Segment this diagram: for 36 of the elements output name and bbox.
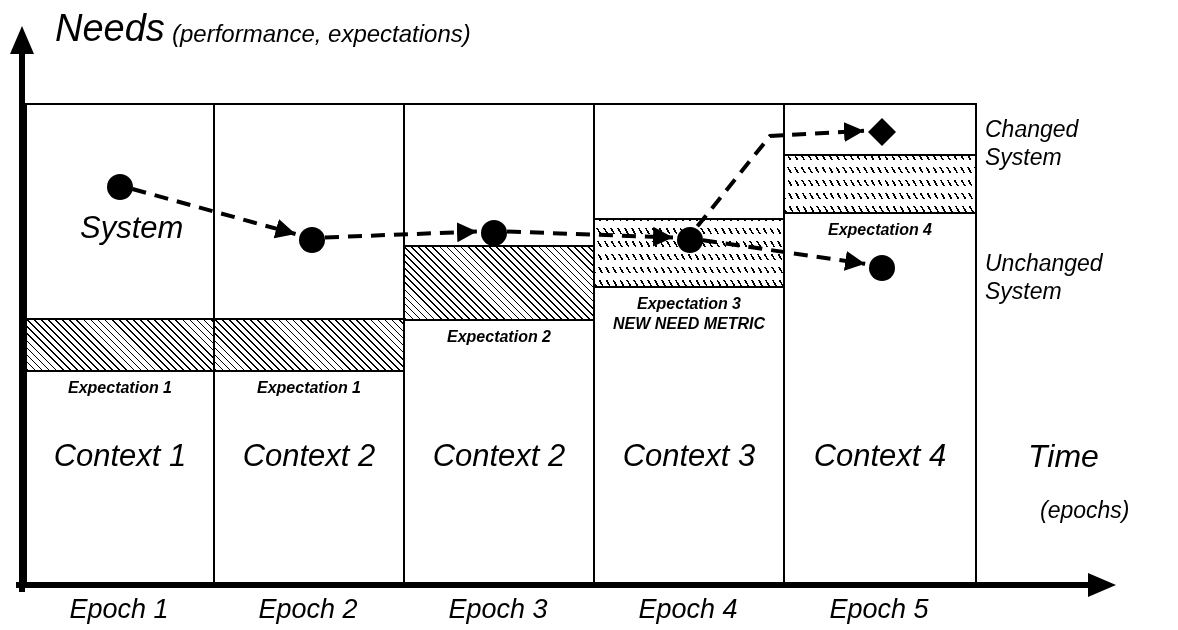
expectation-label: Expectation 4 xyxy=(828,220,932,240)
context-label: Context 2 xyxy=(241,437,377,475)
context-column xyxy=(25,103,215,585)
system-dot xyxy=(481,220,507,246)
dashed-arrow xyxy=(131,187,297,239)
system-label: System xyxy=(80,210,184,246)
axis-label: (performance, expectations) xyxy=(172,20,471,49)
axis-label: Epoch 2 xyxy=(258,593,358,626)
axis-label: (epochs) xyxy=(1040,497,1130,525)
system-dot xyxy=(869,255,895,281)
axis-label: Needs xyxy=(55,6,165,51)
context-column xyxy=(783,103,977,585)
expectation-label: Expectation 3 xyxy=(637,294,741,314)
system-dot xyxy=(677,227,703,253)
context-label: Context 2 xyxy=(431,437,567,475)
axis-label: Changed System xyxy=(985,116,1080,172)
expectation-label: Expectation 2 xyxy=(447,327,551,347)
system-dot xyxy=(299,227,325,253)
axis-label: Epoch 3 xyxy=(448,593,548,626)
expectation-note: NEW NEED METRIC xyxy=(613,314,765,334)
dashed-arrow xyxy=(695,122,865,228)
expectation-label: Expectation 1 xyxy=(257,378,361,398)
axis-label: Epoch 5 xyxy=(829,593,929,626)
axis-label: Unchanged System xyxy=(985,250,1104,306)
axis-label: Epoch 4 xyxy=(638,593,738,626)
context-label: Context 1 xyxy=(52,437,188,475)
system-dot xyxy=(107,174,133,200)
dashed-arrow xyxy=(702,238,866,271)
dashed-arrow xyxy=(324,222,478,243)
diamond-marker xyxy=(868,118,896,146)
axis-label: Time xyxy=(1028,437,1099,476)
axis-label: Epoch 1 xyxy=(69,593,169,626)
expectation-label: Expectation 1 xyxy=(68,378,172,398)
context-label: Context 3 xyxy=(621,437,757,475)
context-label: Context 4 xyxy=(812,437,948,475)
dashed-arrow xyxy=(506,226,674,247)
